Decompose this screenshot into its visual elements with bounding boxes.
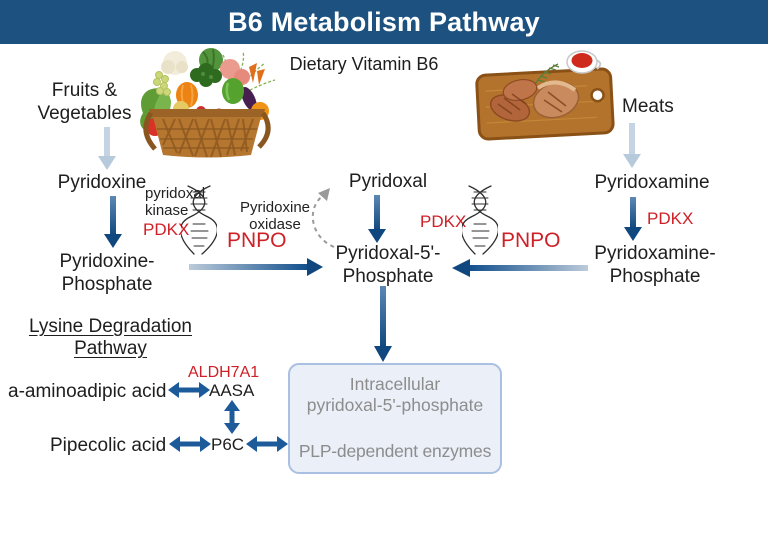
pyridoxal-kinase-line2: kinase <box>145 202 189 219</box>
pdkx-gene-label-right: PDKX <box>647 209 694 228</box>
dna-helix-icon <box>181 185 217 255</box>
pyridoxamine-label: Pyridoxamine <box>594 172 710 193</box>
lysine-pathway-title-line1: Lysine Degradation <box>28 316 192 337</box>
pyridoxal-label: Pyridoxal <box>348 171 428 192</box>
fruits-vegetables-label: Fruits & Vegetables <box>22 79 147 125</box>
pdkx-gene-label-left: PDKX <box>143 220 190 239</box>
pyridoxine-oxidase-label: Pyridoxine oxidase <box>233 199 317 233</box>
pyridoxine-oxidase-line1: Pyridoxine <box>239 199 311 216</box>
dietary-vitamin-b6-label: Dietary Vitamin B6 <box>289 54 439 74</box>
arrow-pmp-to-plp <box>452 259 588 277</box>
aasa-label: AASA <box>209 381 255 400</box>
pyridoxal-5-phosphate-line2: Phosphate <box>342 266 434 287</box>
fruits-vegetables-line1: Fruits & <box>51 80 118 101</box>
pyridoxine-phosphate-line1: Pyridoxine- <box>59 251 155 272</box>
page-title: B6 Metabolism Pathway <box>228 6 540 37</box>
fruits-vegetables-line2: Vegetables <box>37 103 132 124</box>
arrow-pyridoxine-to-pnp <box>104 196 122 248</box>
plp-box-line1: Intracellular <box>349 374 441 394</box>
arrow-fruits-to-pyridoxine <box>98 127 116 170</box>
pyridoxine-phosphate-line2: Phosphate <box>61 274 153 295</box>
pyridoxamine-phosphate-line2: Phosphate <box>609 266 701 287</box>
aminoadipic-acid-label: a-aminoadipic acid <box>8 381 167 402</box>
plp-box-line3: PLP-dependent enzymes <box>298 441 492 461</box>
aldh7a1-gene-label: ALDH7A1 <box>188 364 260 381</box>
dashed-curved-arrow-icon <box>311 188 335 248</box>
pyridoxine-label: Pyridoxine <box>57 172 147 193</box>
lysine-pathway-title-line2: Pathway <box>74 338 147 359</box>
pyridoxine-phosphate-label: Pyridoxine- Phosphate <box>32 250 182 296</box>
double-arrow-aminoadipic-aasa <box>168 382 210 398</box>
p6c-label: P6C <box>211 435 245 454</box>
pyridoxamine-phosphate-line1: Pyridoxamine- <box>594 243 716 264</box>
double-arrow-aasa-p6c <box>224 400 240 434</box>
pyridoxamine-phosphate-label: Pyridoxamine- Phosphate <box>585 242 725 288</box>
arrow-pyridoxamine-to-pmp <box>624 197 642 241</box>
pyridoxal-5-phosphate-line1: Pyridoxal-5'- <box>335 243 441 264</box>
double-arrow-p6c-box <box>246 436 288 452</box>
fruits-and-vegetables-basket-image <box>140 48 276 158</box>
pyridoxal-kinase-label: pyridoxal kinase <box>145 185 205 219</box>
intracellular-plp-box: Intracellular pyridoxal-5'-phosphate PLP… <box>288 363 502 474</box>
plp-box-line2: pyridoxal-5'-phosphate <box>306 395 484 415</box>
pyridoxal-5-phosphate-label: Pyridoxal-5'- Phosphate <box>318 242 458 288</box>
pnpo-gene-label-left: PNPO <box>227 229 287 252</box>
pyridoxal-kinase-line1: pyridoxal <box>145 185 206 202</box>
dna-helix-icon <box>462 185 498 255</box>
title-banner: B6 Metabolism Pathway <box>0 0 768 44</box>
arrow-plp-to-intracellular <box>374 286 392 362</box>
pnpo-gene-label-right: PNPO <box>501 229 561 252</box>
pdkx-gene-label-center: PDKX <box>420 212 467 231</box>
lysine-pathway-title: Lysine Degradation Pathway <box>18 316 203 360</box>
double-arrow-pipecolic-p6c <box>169 436 211 452</box>
meat-cutting-board-image <box>475 50 615 141</box>
plp-box-top-text: Intracellular pyridoxal-5'-phosphate <box>290 374 500 416</box>
pipecolic-acid-label: Pipecolic acid <box>50 435 167 456</box>
arrow-pyridoxal-to-plp <box>368 195 386 243</box>
pyridoxine-oxidase-line2: oxidase <box>249 216 301 233</box>
meats-label: Meats <box>622 96 674 117</box>
arrow-meats-to-pyridoxamine <box>623 123 641 168</box>
arrow-pnp-to-plp <box>189 258 323 276</box>
